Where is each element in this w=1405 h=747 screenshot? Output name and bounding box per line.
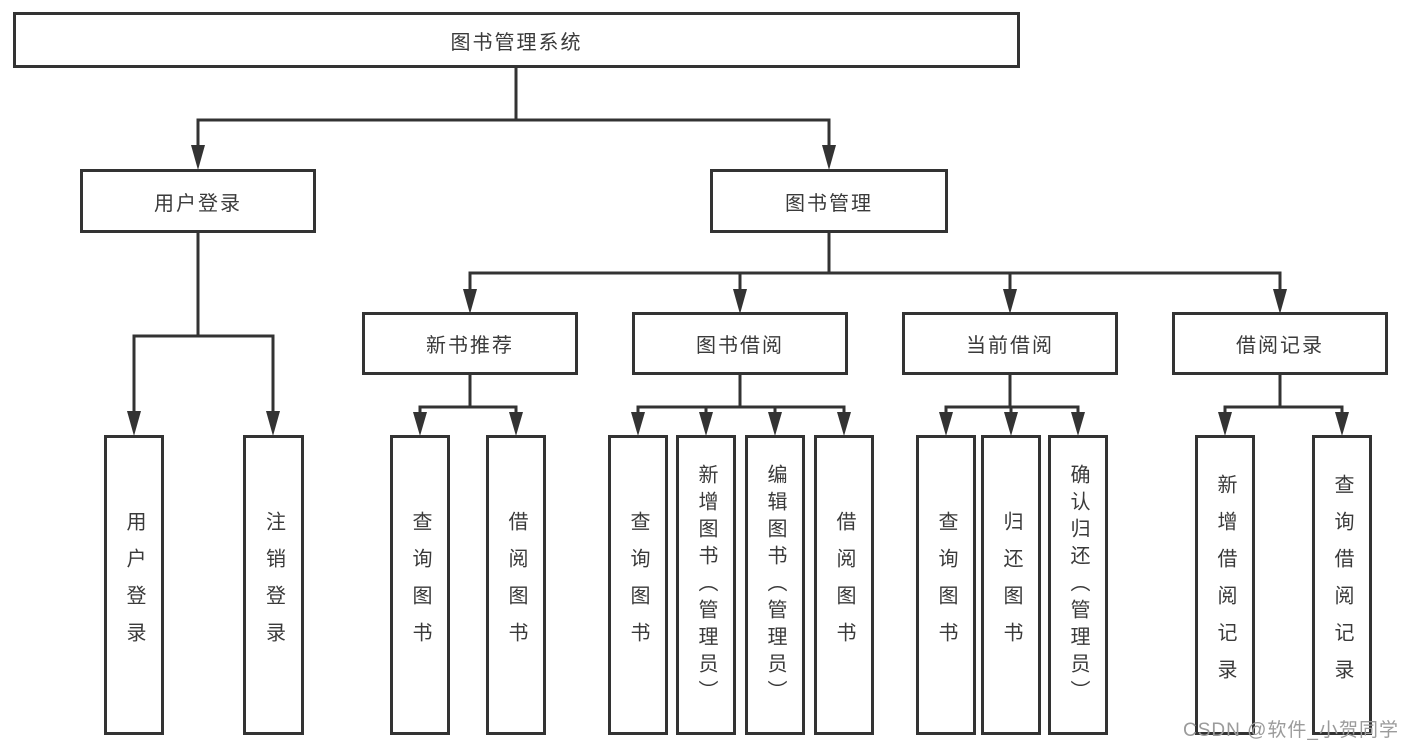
leaf-add-borrow-record-label: 新增借阅记录 <box>1214 474 1236 696</box>
leaf-query-books-recommend-label: 查询图书 <box>409 511 431 659</box>
leaf-borrow-books-recommend: 借阅图书 <box>486 435 546 735</box>
leaf-return-books: 归还图书 <box>981 435 1041 735</box>
connector-book-borrow-children <box>631 373 851 436</box>
node-book-management-label: 图书管理 <box>785 192 873 215</box>
node-book-borrow: 图书借阅 <box>632 312 848 375</box>
node-library-system: 图书管理系统 <box>13 12 1020 68</box>
leaf-add-book-admin-label: 新增图书（管理员） <box>695 463 717 707</box>
node-user-login-label: 用户登录 <box>154 192 242 215</box>
connector-book-management-children <box>463 231 1287 314</box>
node-user-login: 用户登录 <box>80 169 316 233</box>
leaf-query-borrow-record-label: 查询借阅记录 <box>1331 474 1353 696</box>
leaf-return-books-label: 归还图书 <box>1000 511 1022 659</box>
leaf-confirm-return-admin: 确认归还（管理员） <box>1048 435 1108 735</box>
node-book-management: 图书管理 <box>710 169 948 233</box>
watermark: CSDN @软件_小贺同学 <box>1183 720 1399 741</box>
connector-new-book-children <box>413 373 523 436</box>
leaf-query-borrow-record: 查询借阅记录 <box>1312 435 1372 735</box>
connector-root-to-level2 <box>191 66 836 170</box>
connector-borrow-record-children <box>1218 373 1349 436</box>
leaf-user-login-label: 用户登录 <box>123 511 145 659</box>
node-current-borrow-label: 当前借阅 <box>966 335 1054 357</box>
node-book-borrow-label: 图书借阅 <box>696 335 784 357</box>
node-new-book-recommend-label: 新书推荐 <box>426 335 514 357</box>
leaf-query-books-current-label: 查询图书 <box>935 511 957 659</box>
leaf-query-books-borrow: 查询图书 <box>608 435 668 735</box>
node-borrow-records-label: 借阅记录 <box>1236 335 1324 357</box>
connector-user-login-children <box>127 231 280 436</box>
leaf-query-books-recommend: 查询图书 <box>390 435 450 735</box>
leaf-confirm-return-admin-label: 确认归还（管理员） <box>1067 463 1089 707</box>
leaf-borrow-books-recommend-label: 借阅图书 <box>505 511 527 659</box>
connector-current-borrow-children <box>939 373 1085 436</box>
leaf-borrow-books: 借阅图书 <box>814 435 874 735</box>
node-new-book-recommend: 新书推荐 <box>362 312 578 375</box>
leaf-borrow-books-label: 借阅图书 <box>833 511 855 659</box>
node-library-system-label: 图书管理系统 <box>450 31 583 54</box>
leaf-edit-book-admin-label: 编辑图书（管理员） <box>764 463 786 707</box>
leaf-edit-book-admin: 编辑图书（管理员） <box>745 435 805 735</box>
leaf-add-book-admin: 新增图书（管理员） <box>676 435 736 735</box>
leaf-query-books-borrow-label: 查询图书 <box>627 511 649 659</box>
node-current-borrow: 当前借阅 <box>902 312 1118 375</box>
leaf-query-books-current: 查询图书 <box>916 435 976 735</box>
leaf-logout: 注销登录 <box>243 435 304 735</box>
leaf-user-login: 用户登录 <box>104 435 164 735</box>
leaf-logout-label: 注销登录 <box>262 511 285 659</box>
leaf-add-borrow-record: 新增借阅记录 <box>1195 435 1255 735</box>
node-borrow-records: 借阅记录 <box>1172 312 1388 375</box>
